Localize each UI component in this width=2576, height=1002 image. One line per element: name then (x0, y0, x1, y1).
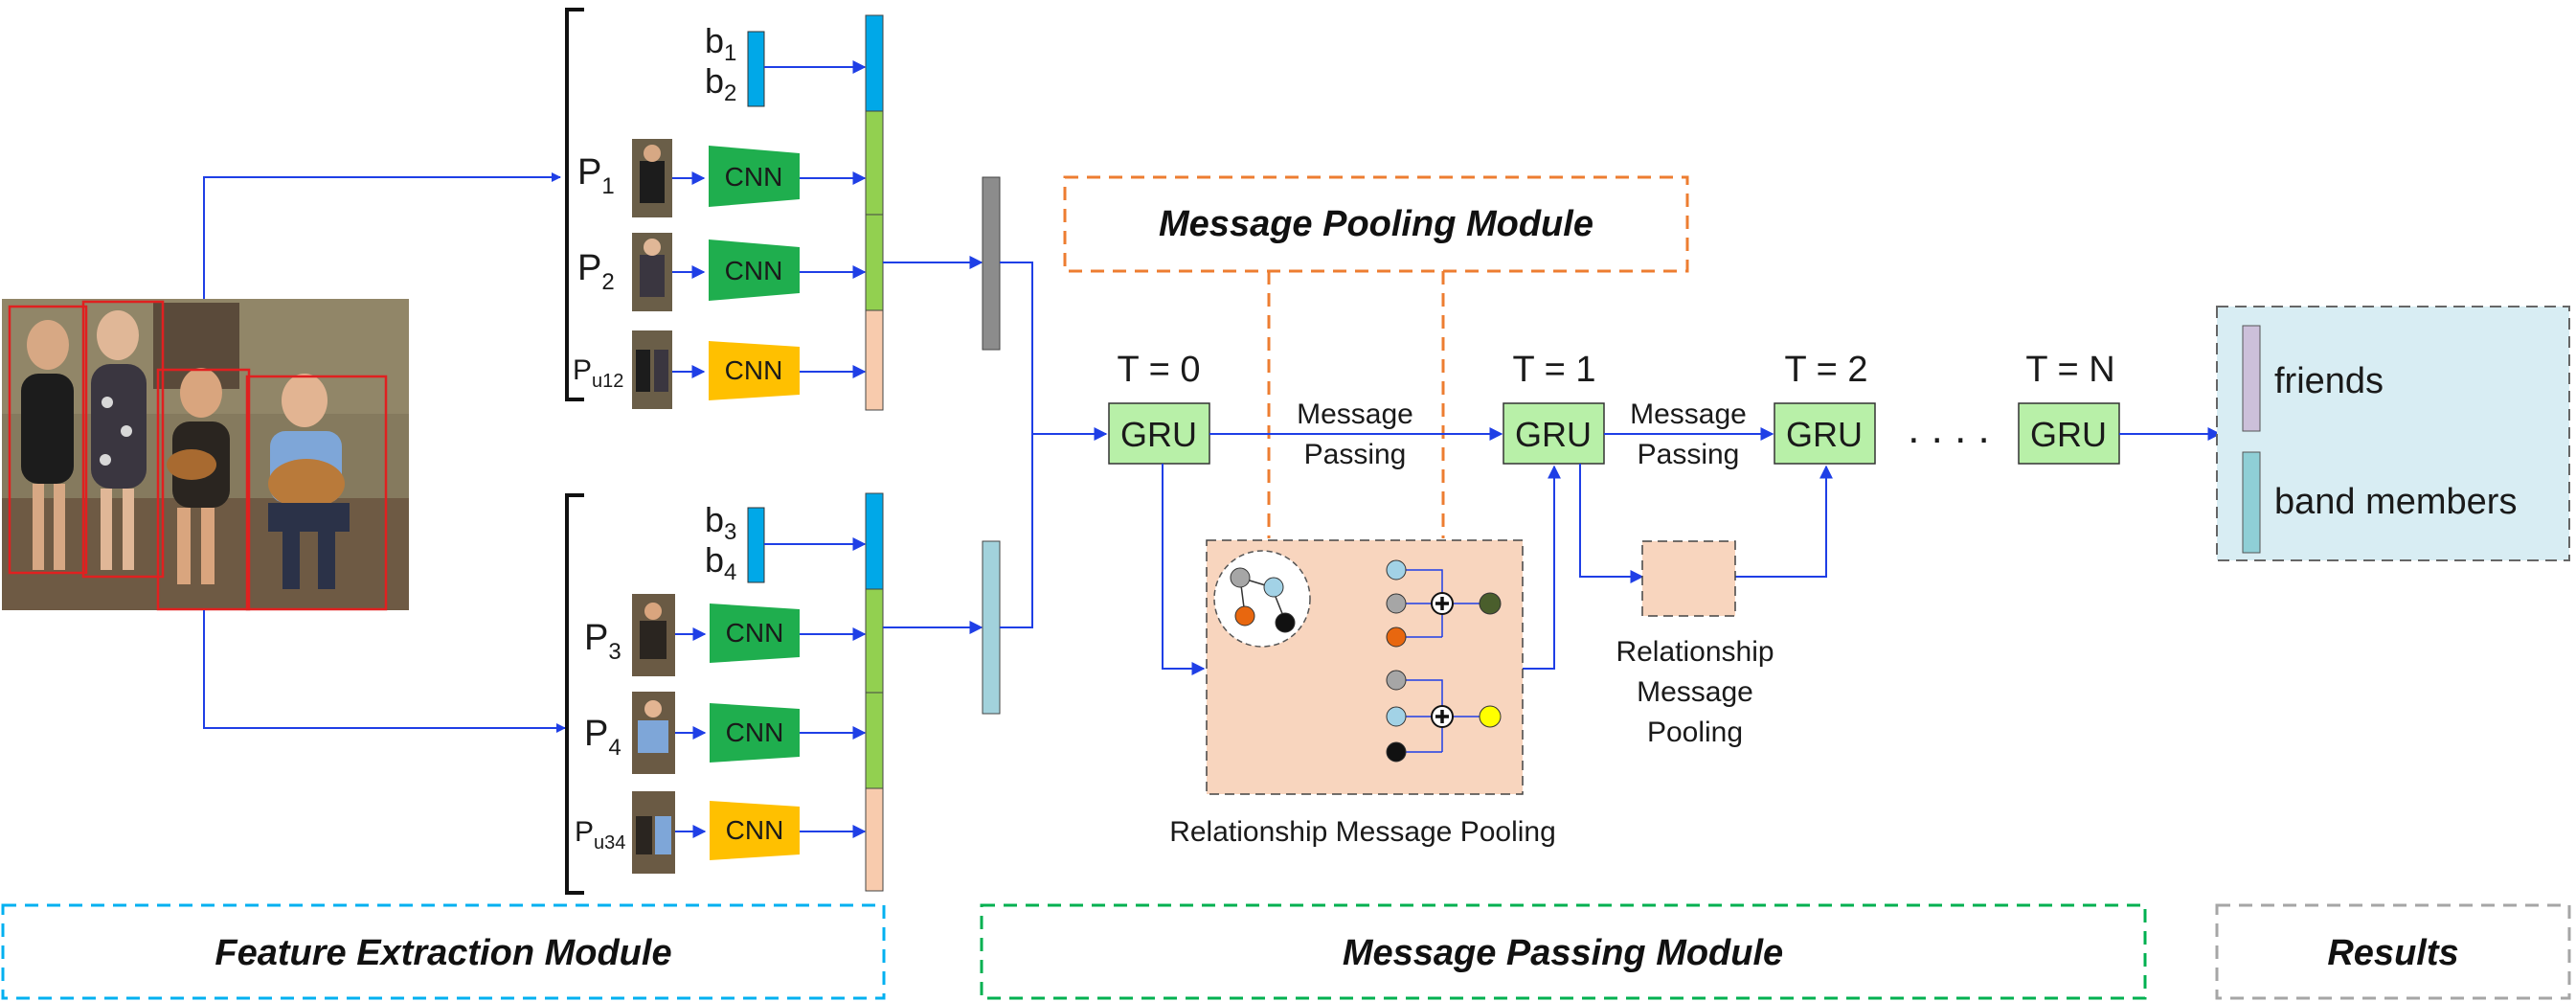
person-label-p1: P1 (577, 152, 615, 199)
edge-label-1-line2: Passing (1304, 439, 1407, 470)
edge-label-2-line2: Passing (1638, 439, 1740, 470)
bbox-feature-bar (747, 31, 765, 107)
cnn-block-p1 (709, 146, 800, 207)
relationship-message-pooling-block (1206, 539, 1524, 795)
gru-chain: T = 0 GRU T = 1 GRU T = 2 GRU T = N GRU … (1108, 350, 2120, 465)
rmp-small-caption-1: Relationship (1616, 636, 1774, 668)
rmp-small-block (1641, 540, 1736, 617)
gru-label-t0: GRU (1120, 415, 1197, 454)
rmp-small-caption-3: Pooling (1647, 717, 1743, 748)
message-passing-module-title: Message Passing Module (1343, 933, 1783, 973)
band-members-bar (2242, 451, 2261, 554)
pooled-feature-gray (982, 176, 1001, 351)
bbox-label-b2: b2 (705, 61, 736, 106)
person-label-pu34: Pu34 (575, 816, 625, 854)
gru-unit-t1 (1503, 402, 1605, 465)
bbox-label-b3: b3 (705, 500, 736, 545)
cnn-label-pu12: CNN (725, 355, 783, 385)
person-label-p2: P2 (577, 248, 615, 295)
cnn-label-p1: CNN (725, 162, 783, 192)
merge-arrows (1000, 262, 1108, 628)
cnn-label-pu34: CNN (726, 815, 784, 845)
results-module-title: Results (2327, 933, 2458, 973)
feature-extraction-module-box (1, 903, 886, 1000)
result-friends: friends (2274, 361, 2384, 401)
relation-graph-icon (1213, 550, 1311, 648)
group-1: b1 b2 P1 CNN P2 CNN Pu12 CNN (573, 14, 983, 411)
result-band-members: band members (2274, 482, 2517, 522)
feature-extraction-module-title: Feature Extraction Module (215, 933, 671, 973)
gru-label-t2: GRU (1786, 415, 1863, 454)
cnn-label-p2: CNN (725, 256, 783, 285)
results-panel: friends band members (2216, 306, 2570, 561)
group-2: b3 b4 P3 CNN P4 CNN Pu34 CNN (575, 492, 983, 892)
edge-label-1-line1: Message (1297, 399, 1413, 430)
gru-unit-t2 (1774, 402, 1876, 465)
person-label-p4: P4 (584, 714, 621, 761)
friends-bar (2242, 325, 2261, 432)
cnn-label-p4: CNN (726, 717, 784, 747)
bbox-label-b4: b4 (705, 540, 736, 585)
cnn-block-pu34 (710, 801, 800, 860)
time-label-t0: T = 0 (1118, 350, 1201, 390)
cnn-block-pu12 (709, 341, 800, 400)
edge-label-2-line1: Message (1630, 399, 1747, 430)
feature-stack-2 (865, 492, 884, 892)
pooled-feature-teal (982, 540, 1001, 715)
time-label-tn: T = N (2025, 350, 2114, 390)
results-module-box (2215, 903, 2571, 1000)
gru-label-t1: GRU (1515, 415, 1592, 454)
message-passing-module-box (980, 903, 2147, 1000)
cnn-label-p3: CNN (726, 618, 784, 648)
message-pooling-module-title: Message Pooling Module (1159, 204, 1593, 244)
photo-to-groups-arrows (203, 172, 566, 733)
input-photo (2, 299, 409, 611)
cnn-block-p3 (710, 603, 800, 663)
cnn-block-p2 (709, 239, 800, 301)
bbox-label-b1: b1 (705, 21, 736, 66)
cnn-block-p4 (710, 703, 800, 763)
gru-label-tn: GRU (2030, 415, 2107, 454)
time-label-t1: T = 1 (1513, 350, 1596, 390)
person-label-pu12: Pu12 (573, 354, 623, 392)
continuation-dots: . . . . (1908, 405, 1990, 452)
message-pooling-module-box (1063, 175, 1689, 273)
group-brackets (565, 8, 584, 895)
gru-unit-tn (2018, 402, 2120, 465)
time-label-t2: T = 2 (1785, 350, 1868, 390)
bbox-feature-bar (747, 507, 765, 583)
rmp-small-caption-2: Message (1637, 676, 1753, 708)
person-label-p3: P3 (584, 618, 621, 665)
gru-unit-t0 (1108, 402, 1210, 465)
rmp-caption: Relationship Message Pooling (1169, 816, 1556, 848)
feature-stack-1 (865, 14, 884, 411)
gru-arrows (1162, 427, 2222, 675)
